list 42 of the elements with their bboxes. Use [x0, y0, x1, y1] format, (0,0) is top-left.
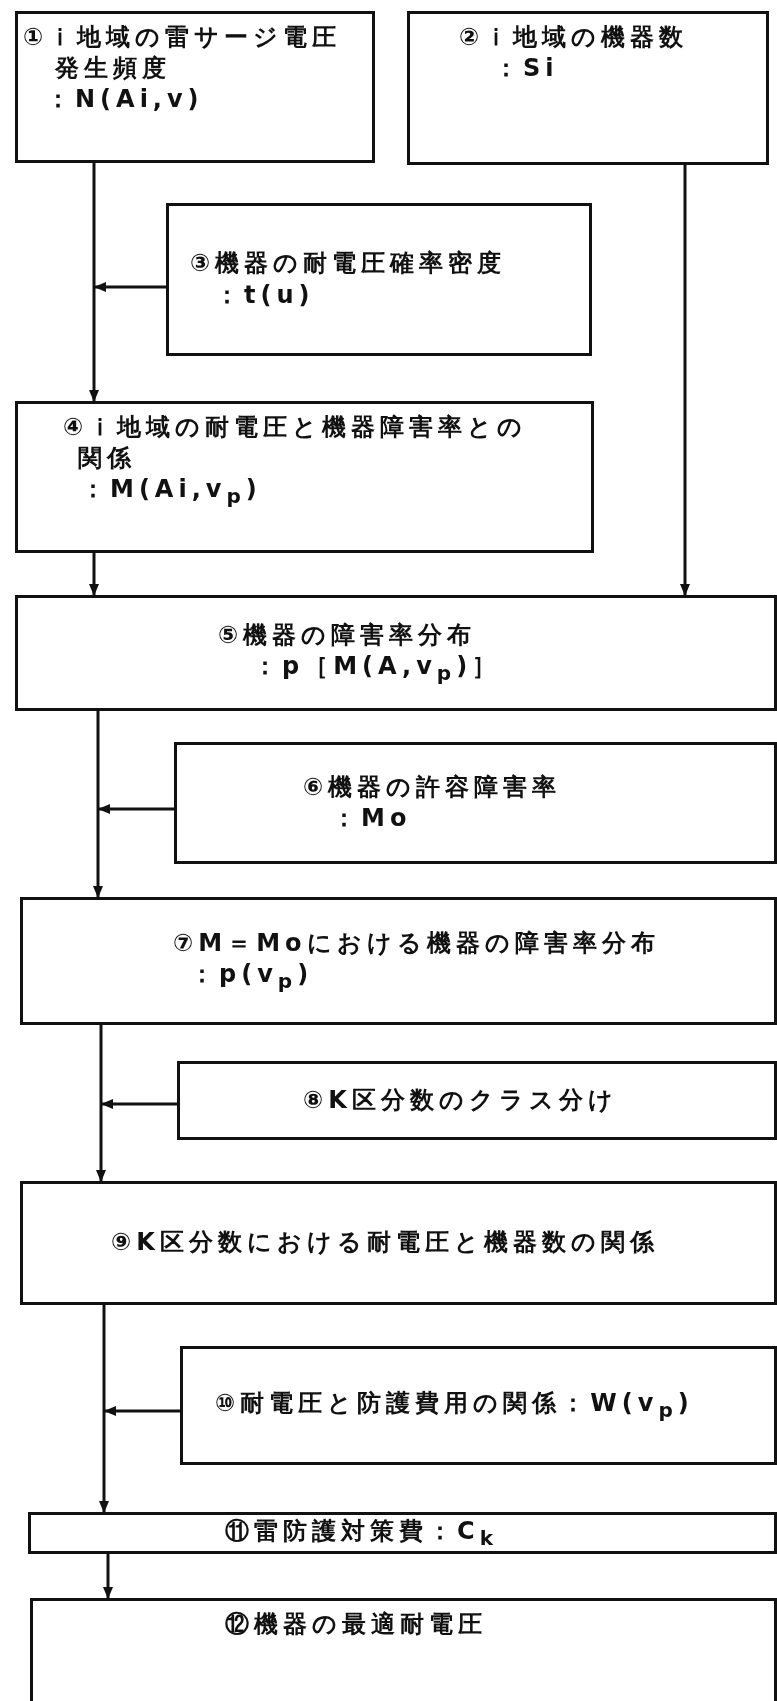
arrow: [104, 1406, 180, 1416]
step-title: ⑧K区分数のクラス分け: [302, 1084, 619, 1116]
arrow: [680, 165, 690, 596]
arrow: [89, 163, 99, 402]
process-box: [20, 897, 777, 1025]
formula-label: ：p［M(A,v$_{p}$)］: [252, 651, 503, 686]
process-box: [177, 1061, 777, 1140]
process-box: [180, 1346, 777, 1465]
result-box: [30, 1598, 777, 1701]
step-title: ⑦M＝Moにおける機器の障害率分布: [172, 928, 661, 959]
formula-label: ：t(u): [214, 279, 316, 311]
process-box: [15, 401, 594, 553]
process-box: [20, 1181, 777, 1305]
arrow: [96, 1025, 106, 1182]
arrow: [101, 1099, 177, 1109]
step-title: ⑥機器の許容障害率: [302, 771, 563, 803]
step-title: ②ｉ地域の機器数: [458, 22, 690, 53]
process-box: [15, 595, 777, 711]
arrow: [98, 804, 174, 814]
input-box: [174, 742, 777, 864]
arrow: [93, 711, 103, 898]
step-title: ⑫機器の最適耐電圧: [224, 1609, 488, 1640]
step-title: ⑪雷防護対策費：C$_{k}$: [224, 1515, 499, 1551]
process-box: [15, 11, 375, 163]
step-title: ①ｉ地域の雷サージ電圧発生頻度: [22, 22, 342, 85]
formula-label: ：M(Ai,v$_{p}$): [80, 474, 263, 510]
step-title: ④ｉ地域の耐電圧と機器障害率との関係: [62, 412, 529, 475]
arrow: [99, 1305, 109, 1513]
arrow: [103, 1554, 113, 1599]
formula-label: ：Si: [493, 53, 560, 85]
step-title: ⑩耐電圧と防護費用の関係：W(v$_{p}$): [214, 1388, 695, 1423]
formula-label: ：N(Ai,v): [45, 84, 205, 116]
arrow: [89, 553, 99, 596]
arrow: [94, 282, 166, 292]
step-title: ③機器の耐電圧確率密度: [189, 248, 508, 280]
formula-label: ：Mo: [331, 803, 413, 834]
input-box: [407, 11, 769, 165]
step-title: ⑤機器の障害率分布: [217, 620, 478, 651]
formula-label: ：p(v$_{p}$): [189, 959, 315, 994]
process-box: [166, 203, 592, 356]
process-box: [28, 1512, 777, 1554]
step-title: ⑨K区分数における耐電圧と機器数の関係: [110, 1227, 660, 1259]
